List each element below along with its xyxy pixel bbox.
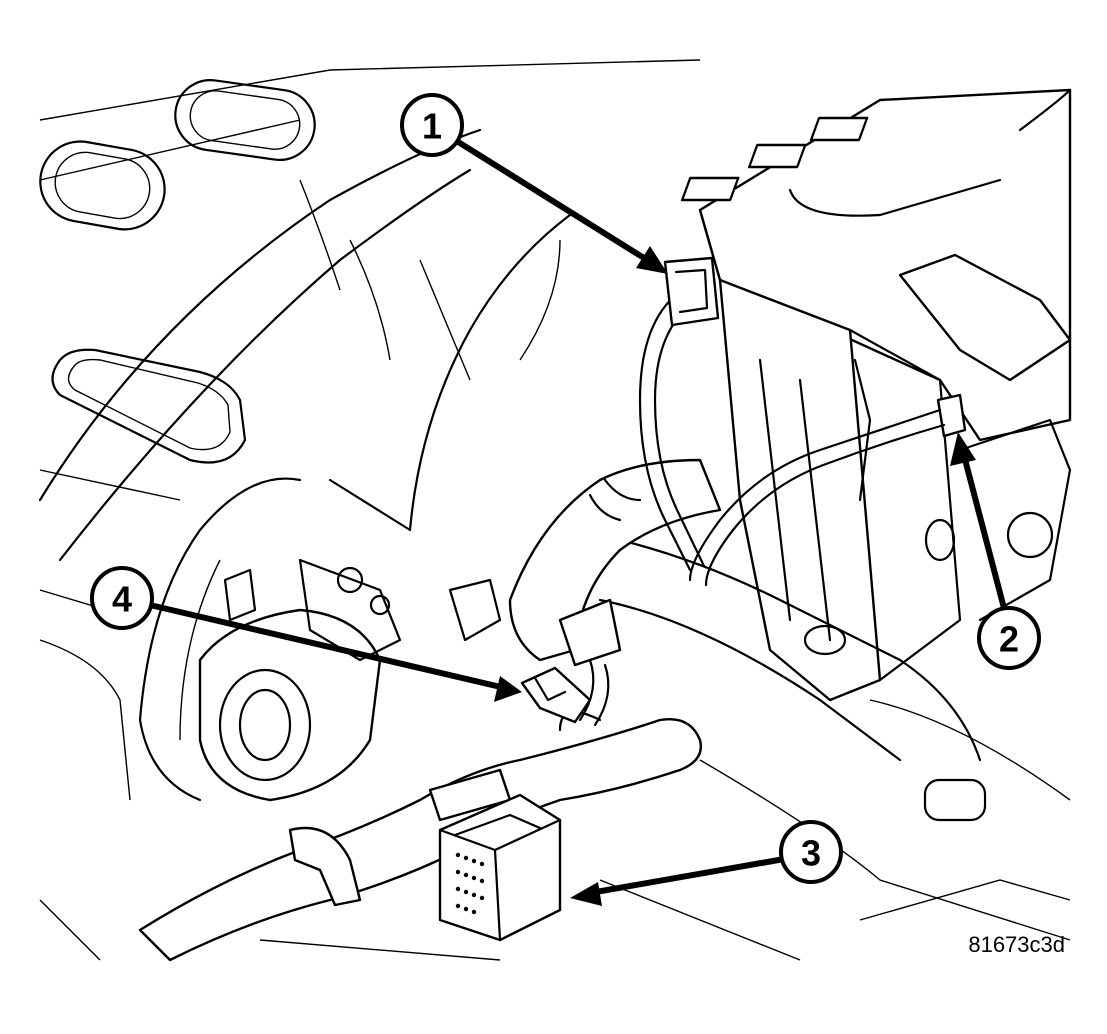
arrowhead-3: [570, 882, 602, 906]
arrowhead-2: [950, 432, 976, 466]
connector-4: [520, 666, 592, 724]
callout-number-1: 1: [422, 106, 442, 147]
column-bracket: [198, 558, 502, 802]
callout-circle-4: [90, 566, 154, 630]
harness-to-connector-1: [638, 256, 720, 572]
callout-number-2: 2: [999, 619, 1019, 660]
callout-circle-3: [779, 820, 843, 884]
harness-to-connector-2: [688, 408, 946, 587]
callout-2: 2: [977, 606, 1041, 670]
leader-arrow-3: [589, 855, 791, 896]
leader-arrow-4: [149, 602, 506, 691]
callout-circle-1: [400, 93, 464, 157]
figure-code: 81673c3d: [968, 932, 1065, 957]
console: [598, 88, 1072, 762]
callout-circle-2: [977, 606, 1041, 670]
leader-arrow-2: [959, 447, 1008, 613]
callout-number-4: 4: [112, 579, 132, 620]
callout-1: 1: [400, 93, 464, 157]
callout-3: 3: [779, 820, 843, 884]
callout-number-3: 3: [801, 833, 821, 874]
connector-3: [438, 793, 562, 942]
air-duct: [508, 458, 722, 667]
arrowhead-1: [636, 246, 668, 274]
leader-arrows: [149, 137, 1008, 906]
callout-4: 4: [90, 566, 154, 630]
leader-arrow-1: [453, 137, 662, 271]
main-harness: [138, 658, 702, 962]
arrowhead-4: [494, 676, 522, 702]
